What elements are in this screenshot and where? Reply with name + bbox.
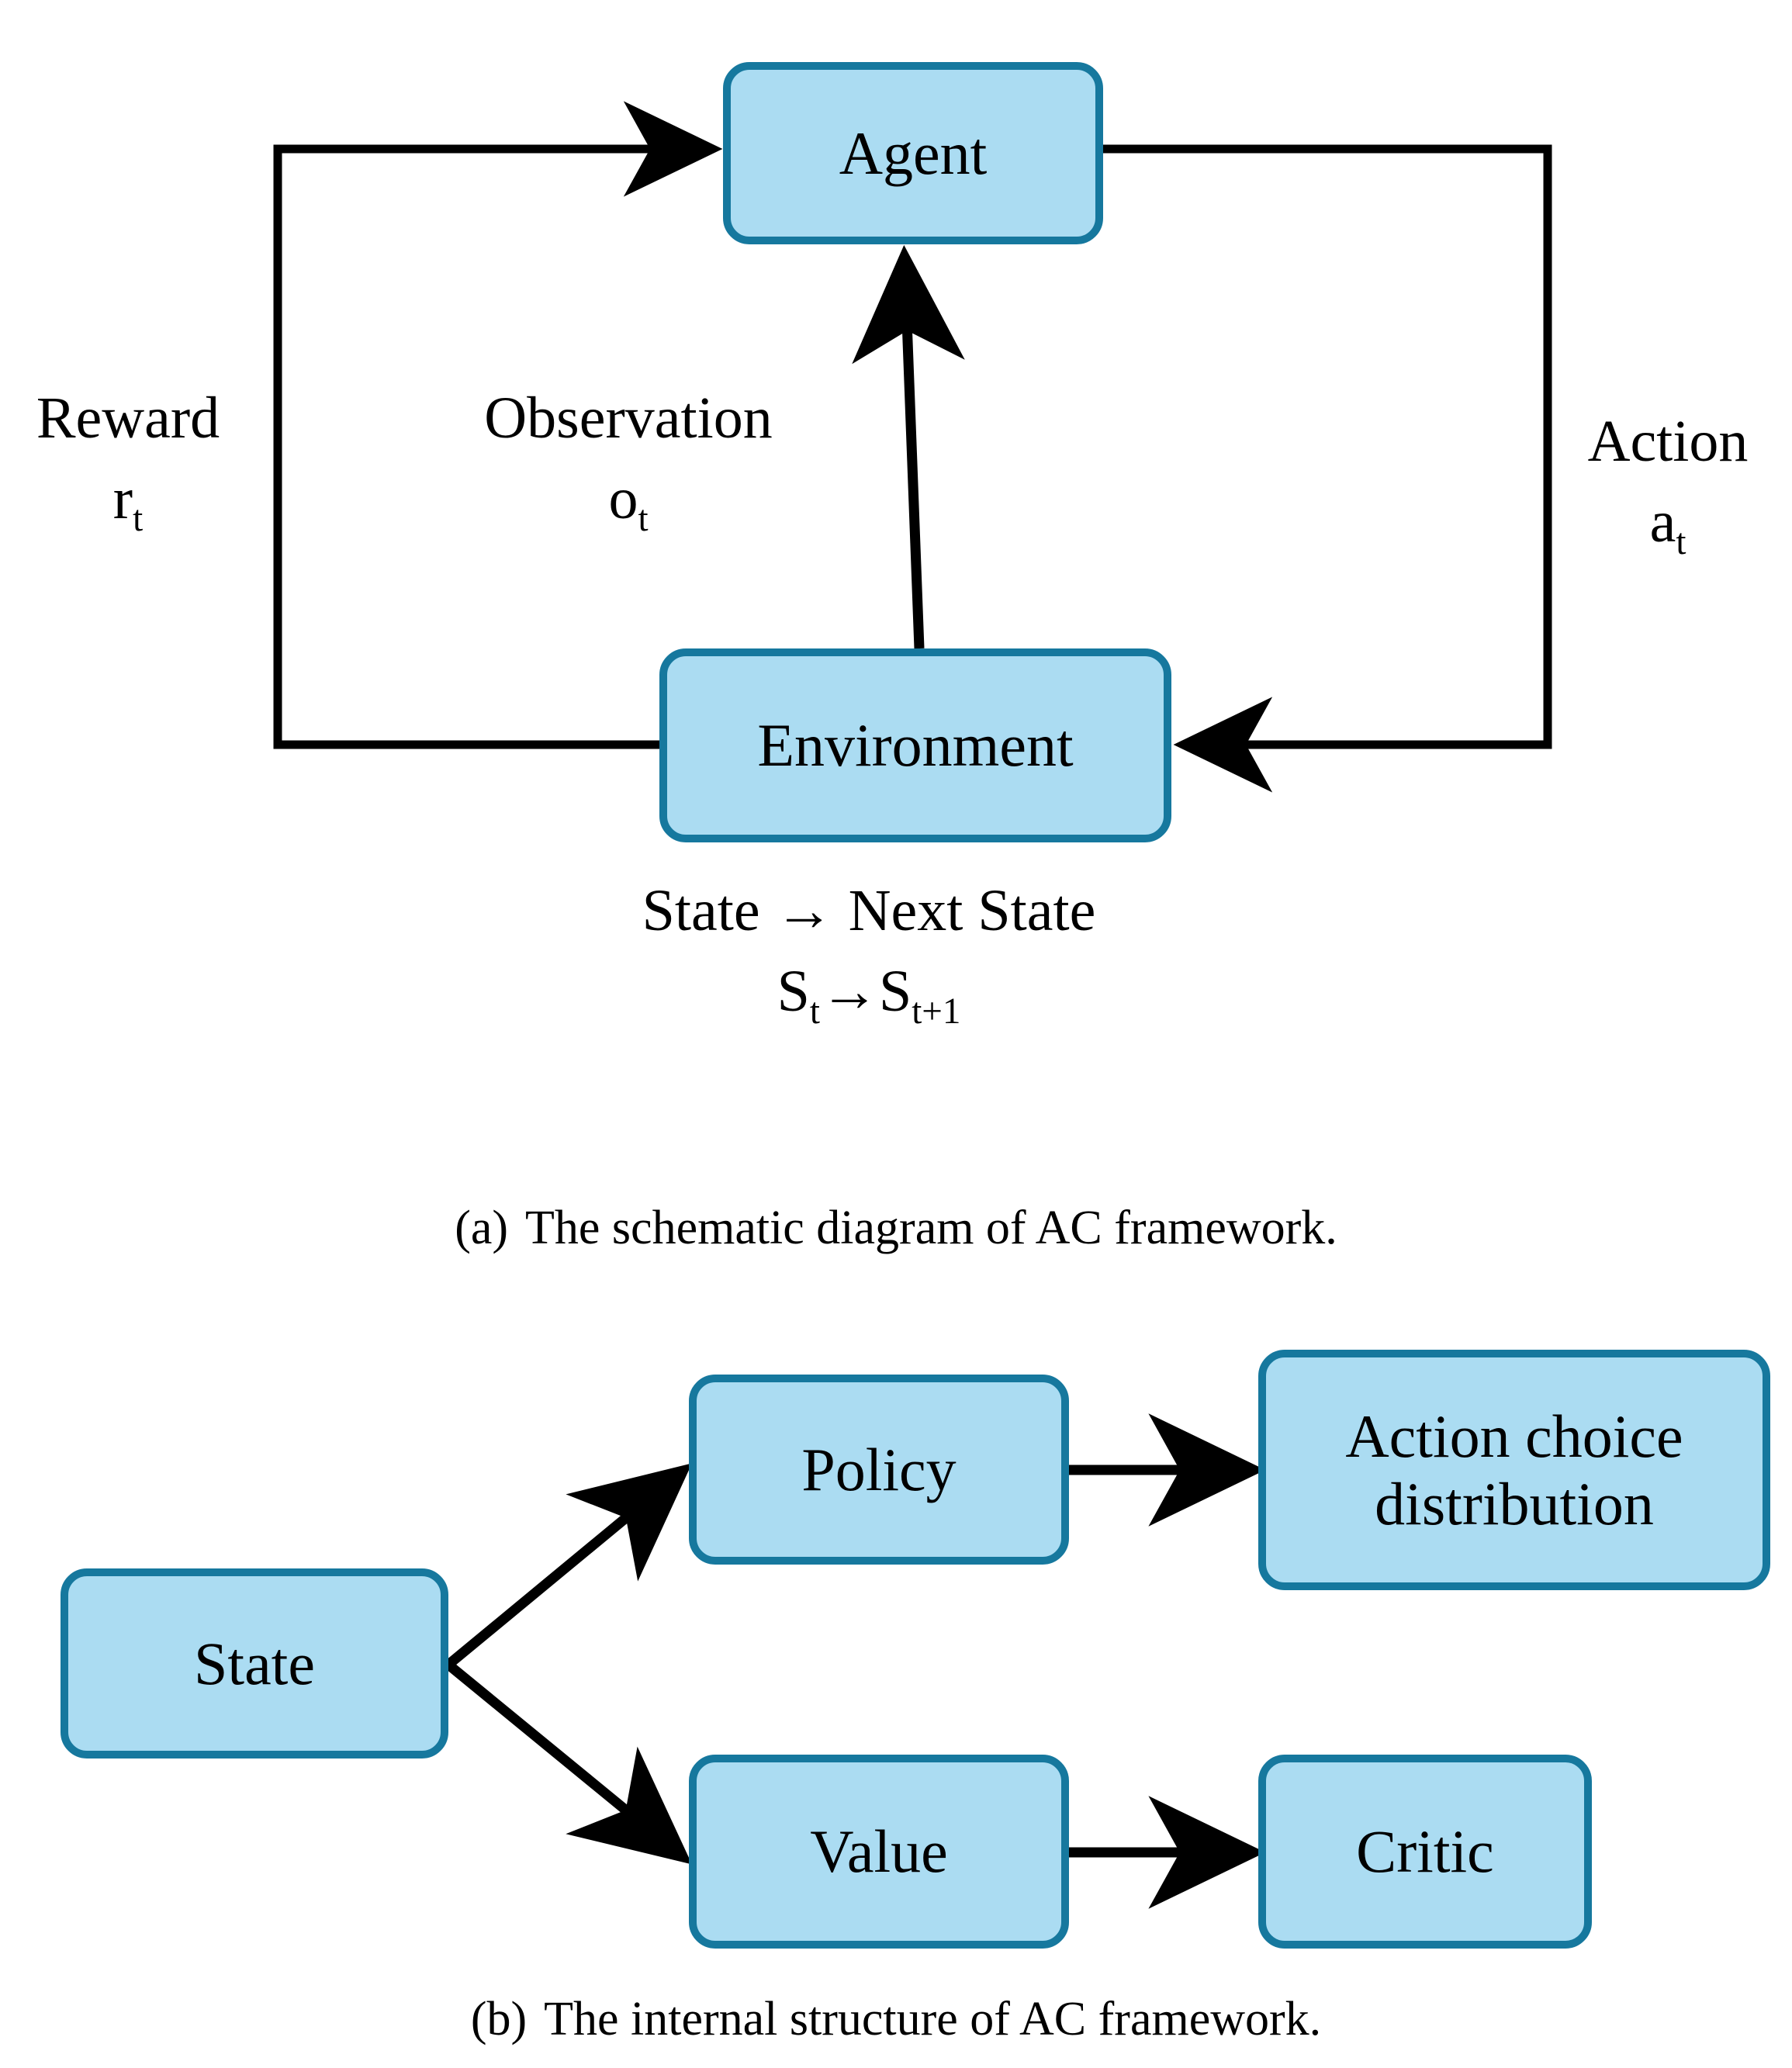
caption-panel-b-tag: (b) [470,1993,528,2046]
edge-label-action-symbol: at [1544,488,1792,561]
edge-label-reward-symbol: rt [0,465,256,538]
node-action-choice-distribution-label-line2: distribution [1375,1470,1654,1537]
state-symbol-sub: t [809,991,820,1032]
edge-label-reward-text: Reward [36,386,220,451]
node-action-choice-distribution-label: Action choice distribution [1266,1402,1763,1538]
node-action-choice-distribution[interactable]: Action choice distribution [1258,1350,1770,1590]
edge-action-arrow [1103,144,1552,793]
state-transition-arrow-glyph: → [819,958,879,1024]
edge-label-observation-text: Observation [484,386,773,451]
node-state-label: State [194,1629,315,1697]
edge-label-reward-symbol-sub: t [133,498,144,539]
edge-observation-arrow [852,244,965,649]
edge-state-to-policy-arrow [445,1463,693,1669]
node-environment-label: Environment [757,711,1074,780]
annotation-state-transition: State → Next State St→St+1 [535,877,1202,1030]
edge-label-action: Action at [1544,407,1792,561]
edge-label-reward: Reward rt [0,384,256,538]
caption-panel-a-tag: (a) [455,1202,509,1254]
edge-label-observation-symbol-sub: t [638,498,649,539]
edge-label-observation: Observation ot [411,384,846,538]
edge-state-to-value-arrow [445,1660,693,1865]
annotation-state-transition-line1: State → Next State [642,878,1096,943]
node-value-label: Value [810,1817,948,1886]
node-value[interactable]: Value [689,1755,1069,1949]
caption-panel-b: (b) The internal structure of AC framewor… [0,1992,1792,2047]
edge-label-action-text: Action [1587,409,1749,474]
next-state-symbol-sub: t+1 [912,991,961,1032]
node-state[interactable]: State [61,1568,448,1758]
edge-label-action-symbol-sub: t [1676,521,1686,562]
caption-panel-b-text: The internal structure of AC framework. [544,1993,1322,2046]
node-agent-label: Agent [839,119,988,187]
node-action-choice-distribution-label-line1: Action choice [1345,1402,1683,1470]
node-critic[interactable]: Critic [1258,1755,1592,1949]
caption-panel-a-text: The schematic diagram of AC framework. [525,1202,1337,1254]
node-critic-label: Critic [1356,1817,1494,1886]
state-symbol-base: S [777,958,810,1024]
edge-label-reward-symbol-base: r [112,465,133,531]
edge-reward-arrow [273,101,723,749]
node-policy[interactable]: Policy [689,1375,1069,1565]
node-agent[interactable]: Agent [723,62,1103,244]
caption-panel-a: (a) The schematic diagram of AC framework… [0,1201,1792,1256]
next-state-symbol-base: S [878,958,912,1024]
annotation-state-transition-line2: St→St+1 [535,957,1202,1030]
node-policy-label: Policy [801,1435,957,1503]
node-environment[interactable]: Environment [659,648,1171,842]
edge-label-observation-symbol: ot [411,465,846,538]
edge-label-action-symbol-base: a [1649,489,1676,555]
edge-label-observation-symbol-base: o [608,465,638,531]
